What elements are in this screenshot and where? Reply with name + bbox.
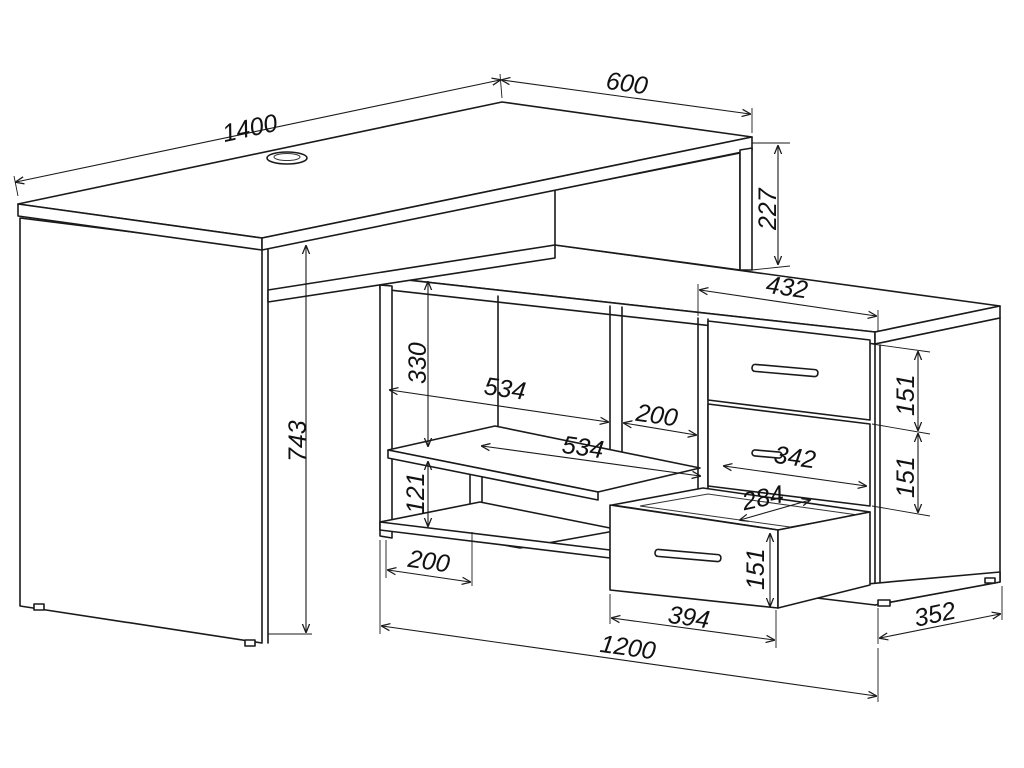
label-394: 394: [666, 601, 711, 635]
label-227: 227: [754, 187, 782, 231]
label-1200: 1200: [598, 630, 657, 665]
label-151-3: 151: [742, 548, 770, 590]
desk-foot-1: [33, 603, 45, 611]
label-200-inner: 200: [633, 399, 679, 433]
dim-line-534-lower: [482, 446, 700, 476]
label-151-1: 151: [892, 374, 920, 416]
desk-foot-2: [244, 639, 256, 647]
label-151-2: 151: [892, 456, 920, 498]
label-534-lower: 534: [560, 431, 605, 465]
desk-left-leg: [19, 217, 263, 644]
dim-line-342: [724, 466, 866, 486]
dim-line-284: [740, 500, 810, 520]
desk-rail: [267, 244, 556, 303]
label-200-bottom: 200: [405, 545, 451, 579]
dim-line-200-inner: [624, 423, 696, 435]
dim-line-1200: [382, 626, 876, 696]
cabinet-foot: [877, 599, 891, 607]
label-1400: 1400: [220, 109, 280, 148]
label-121: 121: [402, 472, 430, 514]
label-352: 352: [912, 597, 959, 633]
label-534-upper: 534: [482, 372, 527, 406]
label-743: 743: [284, 420, 312, 462]
dim-line-352: [880, 614, 1000, 638]
desk-right-support: [739, 147, 753, 271]
label-432: 432: [764, 271, 809, 305]
dim-line-534-upper: [390, 390, 608, 422]
dimensions: [13, 73, 1003, 702]
dim-line-200-bottom: [388, 570, 470, 582]
cabinet-foot-2: [984, 577, 996, 584]
drawer-handle-1: [751, 363, 819, 378]
dim-line-1400: [16, 80, 500, 182]
label-600: 600: [604, 67, 649, 101]
dim-line-600: [502, 80, 750, 114]
dim-line-432: [700, 290, 876, 316]
label-330: 330: [404, 342, 432, 384]
return-left-end: [379, 284, 393, 539]
label-342: 342: [772, 441, 817, 475]
drawer-handle-2: [751, 449, 783, 459]
open-drawer-side: [777, 511, 871, 609]
desk-unit: [17, 101, 753, 647]
open-drawer-handle: [654, 548, 722, 563]
